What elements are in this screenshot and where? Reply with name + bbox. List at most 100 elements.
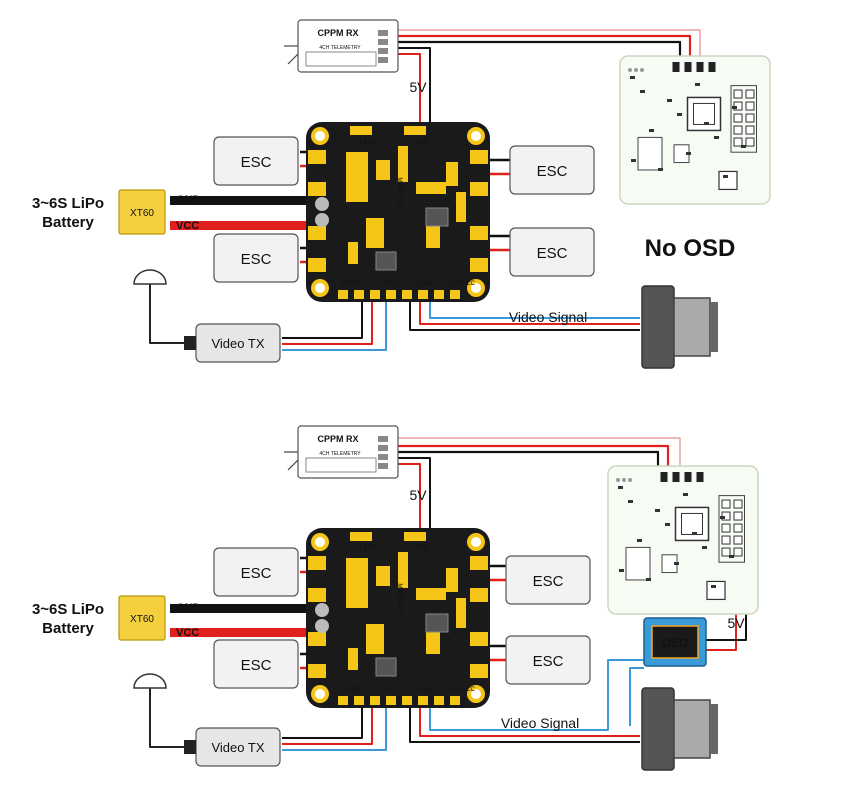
fc-header-pin bbox=[721, 499, 731, 509]
pdb-12v-pad bbox=[350, 126, 372, 135]
fc-smd bbox=[732, 106, 737, 109]
esc-box: ESC bbox=[213, 547, 299, 597]
esc-label: ESC bbox=[537, 163, 568, 180]
esc-box: ESC bbox=[505, 635, 591, 685]
fc-header-pin bbox=[733, 113, 743, 123]
fc-smd bbox=[630, 76, 635, 79]
pdb-bottom-right-label: 12 5 VCC bbox=[449, 281, 476, 287]
fc-smd bbox=[704, 122, 709, 125]
video-tx-connector bbox=[184, 336, 196, 350]
esc-box: ESC bbox=[213, 136, 299, 186]
pdb-trace bbox=[366, 218, 384, 248]
fc-led bbox=[622, 478, 626, 482]
fc-smd bbox=[646, 578, 651, 581]
camera bbox=[641, 687, 718, 771]
esc-label: ESC bbox=[533, 653, 564, 670]
battery-gnd-wire bbox=[170, 196, 320, 205]
receiver-subtitle: 4CH TELEMETRY bbox=[319, 451, 361, 457]
pdb-bottom-pad bbox=[450, 696, 460, 705]
no-osd-label: No OSD bbox=[645, 235, 736, 262]
xt60-connector bbox=[118, 595, 166, 641]
fc-smd bbox=[723, 175, 728, 178]
camera bbox=[641, 285, 718, 369]
pdb-esc-pad-left bbox=[308, 226, 326, 240]
vtx-wire-red bbox=[282, 300, 373, 345]
vtx-wire-signal bbox=[282, 300, 387, 351]
pdb-battery-pad bbox=[315, 197, 329, 211]
pdb-trace bbox=[348, 242, 358, 264]
receiver-pin bbox=[378, 454, 388, 460]
rx-5v-label: 5V bbox=[409, 79, 427, 95]
fc-smd bbox=[628, 500, 633, 503]
vtx-wire-black bbox=[282, 706, 363, 739]
pdb-12v-pad bbox=[350, 532, 372, 541]
fc-header-pin bbox=[733, 523, 743, 533]
fc-header-pin bbox=[745, 89, 755, 99]
pdb-bottom-pad bbox=[354, 290, 364, 299]
pdb-trace bbox=[456, 192, 466, 222]
pdb-bottom-pad bbox=[450, 290, 460, 299]
pdb-trace bbox=[416, 588, 446, 600]
fc-gyro-chip bbox=[718, 170, 738, 191]
esc-box-frame bbox=[213, 136, 299, 186]
receiver-antenna-wire bbox=[287, 459, 299, 471]
fc-smd bbox=[667, 99, 672, 102]
esc-box-frame bbox=[505, 555, 591, 605]
pdb-battery-pad bbox=[315, 603, 329, 617]
cam-wire-black bbox=[409, 706, 640, 743]
pdb-mount-hole-center bbox=[471, 537, 481, 547]
esc-box-frame bbox=[213, 639, 299, 689]
fc-header bbox=[730, 85, 757, 153]
esc-label: ESC bbox=[241, 565, 272, 582]
antenna-icon bbox=[133, 269, 167, 285]
pdb-mount-hole-center bbox=[315, 283, 325, 293]
pdb-esc-pad-right bbox=[470, 226, 488, 240]
battery-label: 3~6S LiPo bbox=[32, 195, 104, 212]
fc-smd bbox=[649, 129, 654, 132]
esc-box-frame bbox=[505, 635, 591, 685]
fc-header-pin bbox=[733, 137, 743, 147]
fc-smd bbox=[683, 493, 688, 496]
esc-box-frame bbox=[509, 227, 595, 277]
rx-5v-wire-red bbox=[398, 53, 421, 126]
pdb-bottom-right-label: 12 5 VCC bbox=[449, 687, 476, 693]
pdb-trace bbox=[426, 222, 440, 248]
pdb-bottom-pad bbox=[402, 290, 412, 299]
video-tx-label: Video TX bbox=[211, 740, 264, 755]
pdb-esc-pad-right bbox=[470, 664, 488, 678]
fc-smd bbox=[711, 585, 716, 588]
fc-header-pin bbox=[733, 547, 743, 557]
video-signal-label: Video Signal bbox=[509, 309, 587, 325]
pdb-esc-pad-right bbox=[470, 258, 488, 272]
pdb-trace bbox=[346, 152, 368, 202]
xt60-connector bbox=[118, 189, 166, 235]
pdb-mount-hole-center bbox=[315, 537, 325, 547]
pdb-esc-pad-left bbox=[308, 182, 326, 196]
osd-label: OSD bbox=[662, 636, 688, 650]
esc-box: ESC bbox=[505, 555, 591, 605]
pdb-bottom-pad bbox=[338, 290, 348, 299]
pdb-esc-pad-right bbox=[470, 182, 488, 196]
receiver: CPPM RX 4CH TELEMETRY bbox=[284, 425, 399, 479]
esc-label: ESC bbox=[241, 657, 272, 674]
fc-input-pin bbox=[684, 62, 692, 72]
fc-smd bbox=[720, 516, 725, 519]
pdb-esc-pad-right bbox=[470, 556, 488, 570]
xt60-label: XT60 bbox=[130, 614, 154, 625]
esc-box-frame bbox=[213, 547, 299, 597]
pdb-bottom-pad bbox=[338, 696, 348, 705]
rx-fc-wire-black bbox=[398, 450, 660, 470]
rx-fc-wire-signal bbox=[398, 29, 701, 60]
receiver-title: CPPM RX bbox=[317, 434, 358, 444]
antenna-icon bbox=[133, 673, 167, 689]
fc-smd bbox=[741, 145, 746, 148]
pdb-trace bbox=[376, 566, 390, 586]
fc-input-pin bbox=[696, 472, 704, 482]
fc-header-pin bbox=[745, 137, 755, 147]
esc-box: ESC bbox=[509, 145, 595, 195]
cam-wire-black bbox=[409, 300, 640, 331]
pdb-trace bbox=[426, 628, 440, 654]
fc-smd bbox=[655, 509, 660, 512]
